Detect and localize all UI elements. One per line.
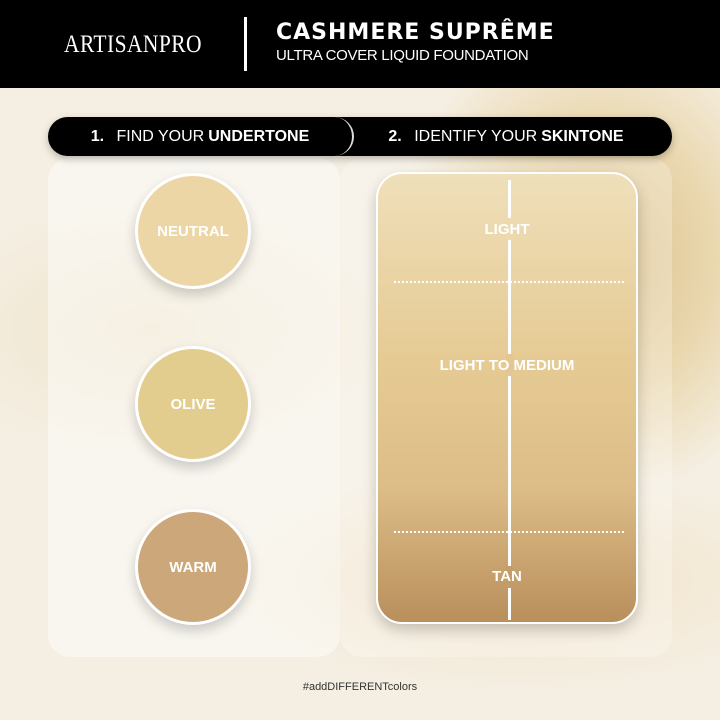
skintone-light-to-medium: LIGHT TO MEDIUM	[439, 357, 575, 374]
steps-bar: 1. FIND YOUR UNDERTONE 2. IDENTIFY YOUR …	[48, 117, 672, 156]
step-prefix: FIND YOUR	[116, 127, 205, 145]
swatch-label: NEUTRAL	[157, 222, 229, 240]
brand-logo: ARTISANPRO	[64, 31, 203, 58]
swatch-label: WARM	[169, 558, 217, 576]
undertone-olive-swatch: OLIVE	[135, 346, 251, 462]
undertone-warm-swatch: WARM	[135, 509, 251, 625]
product-title: CASHMERE SUPRÊME	[276, 20, 555, 45]
scale-divider	[394, 531, 624, 533]
step-keyword: UNDERTONE	[208, 127, 310, 145]
product-subtitle: ULTRA COVER LIQUID FOUNDATION	[276, 47, 529, 64]
step-keyword: SKINTONE	[541, 127, 624, 145]
step-undertone: 1. FIND YOUR UNDERTONE	[48, 117, 354, 156]
swatch-label: OLIVE	[170, 395, 216, 413]
skintone-light: LIGHT	[484, 221, 530, 238]
step-number: 1.	[90, 127, 105, 145]
undertone-neutral-swatch: NEUTRAL	[135, 173, 251, 289]
scale-axis	[508, 180, 511, 620]
header-divider	[244, 17, 247, 71]
skintone-tan: TAN	[492, 568, 522, 585]
hashtag: #addDIFFERENTcolors	[302, 681, 418, 693]
step-skintone: 2. IDENTIFY YOUR SKINTONE	[340, 117, 672, 156]
step-prefix: IDENTIFY YOUR	[414, 127, 538, 145]
scale-divider	[394, 281, 624, 283]
skintone-scale: LIGHT LIGHT TO MEDIUM TAN	[376, 172, 638, 624]
header: ARTISANPRO CASHMERE SUPRÊME ULTRA COVER …	[0, 0, 720, 88]
step-number: 2.	[388, 127, 402, 145]
